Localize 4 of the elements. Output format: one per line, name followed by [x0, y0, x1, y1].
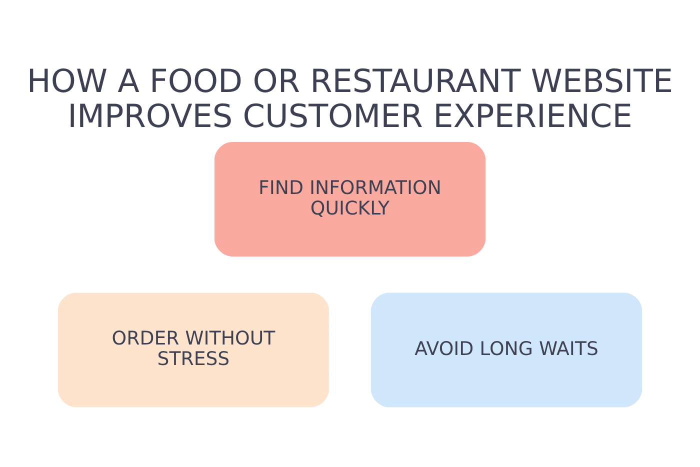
- diagram-title: HOW A FOOD OR RESTAURANT WEBSITE IMPROVES CUSTOMER EXPERIENCE: [26, 62, 674, 134]
- node-box: AVOID LONG WAITS: [371, 292, 642, 407]
- node-box: ORDER WITHOUT STRESS: [58, 292, 329, 407]
- node-box: FIND INFORMATION QUICKLY: [214, 141, 486, 256]
